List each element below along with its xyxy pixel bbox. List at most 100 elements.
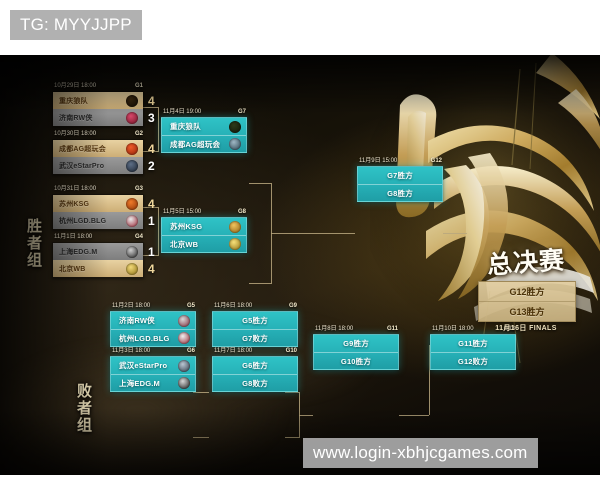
match-card-g3[interactable]: 10月31日 18:00 G3 苏州KSG 4 杭州LGD.BLG 1 [52,185,155,230]
match-row-bottom[interactable]: G10胜方 [314,352,398,369]
connector-line [193,392,209,393]
match-date: 11月6日 18:00 [214,303,253,309]
match-body: G5胜方 G7败方 [212,311,298,347]
match-row-top[interactable]: G7胜方 [358,167,442,184]
match-row-top[interactable]: G9胜方 [314,335,398,352]
team-name: 上海EDG.M [59,248,98,256]
match-row-top[interactable]: G6胜方 [213,357,297,374]
match-header: 11月4日 19:00 G7 [161,108,247,117]
team-logo-icon [229,238,241,250]
match-row-bottom[interactable]: 成都AG超玩会 [162,135,246,152]
team-name: 武汉eStarPro [59,162,105,170]
match-row-top[interactable]: 苏州KSG [162,218,246,235]
match-row-bottom[interactable]: 北京WB 4 [53,260,155,277]
team-score: 4 [148,196,155,211]
match-date: 11月4日 19:00 [163,109,202,115]
connector-line [249,183,271,184]
team-name: 重庆狼队 [170,122,201,131]
match-row-top[interactable]: 上海EDG.M 1 [53,243,155,260]
connector-line [443,233,467,234]
match-row-bottom[interactable]: G8败方 [213,374,297,391]
match-date: 11月8日 18:00 [315,326,354,332]
match-row-top[interactable]: 重庆狼队 4 [53,92,155,109]
match-code: G12 [430,158,442,164]
match-code: G3 [134,186,143,192]
match-body: 成都AG超玩会 4 武汉eStarPro 2 [52,139,155,175]
match-header: 11月6日 18:00 G9 [212,302,298,311]
match-card-g2[interactable]: 10月30日 18:00 G2 成都AG超玩会 4 武汉eStarPro 2 [52,130,155,175]
match-row-bottom[interactable]: G12败方 [431,352,515,369]
match-row-top[interactable]: 重庆狼队 [162,118,246,135]
match-card-g1[interactable]: 10月29日 18:00 G1 重庆狼队 4 济南RW侠 3 [52,82,155,127]
match-body: 重庆狼队 成都AG超玩会 [161,117,247,153]
connector-line [285,392,299,393]
match-row-top[interactable]: G5胜方 [213,312,297,329]
match-code: G4 [134,234,143,240]
match-header: 11月9日 15:00 G12 [357,157,443,166]
match-card-g12[interactable]: 11月9日 15:00 G12 G7胜方 G8胜方 [357,157,443,202]
match-code: G9 [288,303,297,309]
match-body: 苏州KSG 北京WB [161,217,247,253]
team-name: G7败方 [242,333,268,343]
team-logo-icon [126,111,138,124]
match-row-top[interactable]: 成都AG超玩会 4 [53,140,155,157]
match-card-g8[interactable]: 11月5日 15:00 G8 苏州KSG 北京WB [161,208,247,253]
match-header: 11月8日 18:00 G11 [313,325,399,334]
match-header: 10月30日 18:00 G2 [52,130,144,139]
match-row-top[interactable]: 济南RW侠 [111,312,195,329]
match-row-top[interactable]: 武汉eStarPro [111,357,195,374]
team-name: G10胜方 [340,356,372,366]
match-card-g7[interactable]: 11月4日 19:00 G7 重庆狼队 成都AG超玩会 [161,108,247,153]
team-name: 杭州LGD.BLG [119,333,170,343]
match-card-g4[interactable]: 11月1日 18:00 G4 上海EDG.M 1 北京WB 4 [52,233,155,278]
match-row-bottom[interactable]: 北京WB [162,235,246,252]
team-name: G9胜方 [343,339,369,348]
watermark-bottom: www.login-xbhjcgames.com [303,438,538,468]
match-date: 11月3日 18:00 [112,348,151,354]
match-body: 上海EDG.M 1 北京WB 4 [52,242,155,278]
match-code: G10 [285,348,297,354]
grand-final-slot-top[interactable]: G12胜方 [509,287,545,297]
match-date: 11月7日 18:00 [214,348,253,354]
match-card-g9[interactable]: 11月6日 18:00 G9 G5胜方 G7败方 [212,302,298,347]
match-row-bottom[interactable]: 济南RW侠 3 [53,109,155,126]
match-card-g11[interactable]: 11月8日 18:00 G11 G9胜方 G10胜方 [313,325,399,370]
grand-final-card[interactable]: 总决赛 G12胜方 G13胜方 11月16日 FINALS [462,237,588,345]
match-card-g6[interactable]: 11月3日 18:00 G6 武汉eStarPro 上海EDG.M [110,347,196,392]
match-date: 11月9日 15:00 [359,158,398,164]
team-score: 1 [148,244,155,259]
team-score: 4 [148,93,155,108]
match-row-bottom[interactable]: 杭州LGD.BLG 1 [53,212,155,229]
bracket-artwork-panel: 胜者组 败者组 10月29日 18:00 G1 重庆狼队 4 济南RW侠 3 [0,55,600,475]
match-code: G7 [237,109,246,115]
match-code: G1 [134,83,143,89]
team-name: 北京WB [170,239,199,249]
losers-bracket-label: 败者组 [76,383,93,434]
match-code: G11 [386,326,398,332]
match-code: G8 [237,209,246,215]
connector-line [285,437,299,438]
match-row-top[interactable]: 苏州KSG 4 [53,195,155,212]
connector-line [271,233,355,234]
match-header: 11月5日 15:00 G8 [161,208,247,217]
match-row-bottom[interactable]: G7败方 [213,329,297,346]
match-header: 10月29日 18:00 G1 [52,82,144,91]
match-date: 10月30日 18:00 [54,131,97,137]
grand-final-date: 11月16日 FINALS [495,325,557,332]
match-header: 11月2日 18:00 G5 [110,302,196,311]
match-date: 10月31日 18:00 [54,186,97,192]
match-card-g5[interactable]: 11月2日 18:00 G5 济南RW侠 杭州LGD.BLG [110,302,196,347]
team-name: G5胜方 [242,316,268,325]
match-row-bottom[interactable]: G8胜方 [358,184,442,201]
match-card-g10[interactable]: 11月7日 18:00 G10 G6胜方 G8败方 [212,347,298,392]
match-row-bottom[interactable]: 杭州LGD.BLG [111,329,195,346]
connector-line [193,437,209,438]
grand-final-slot-bottom[interactable]: G13胜方 [479,301,575,321]
match-row-bottom[interactable]: 上海EDG.M [111,374,195,391]
team-logo-icon [126,262,138,275]
team-score: 2 [148,158,155,173]
team-score: 1 [148,213,155,228]
team-logo-icon [229,120,241,133]
team-name: 济南RW侠 [119,316,155,325]
match-row-bottom[interactable]: 武汉eStarPro 2 [53,157,155,174]
